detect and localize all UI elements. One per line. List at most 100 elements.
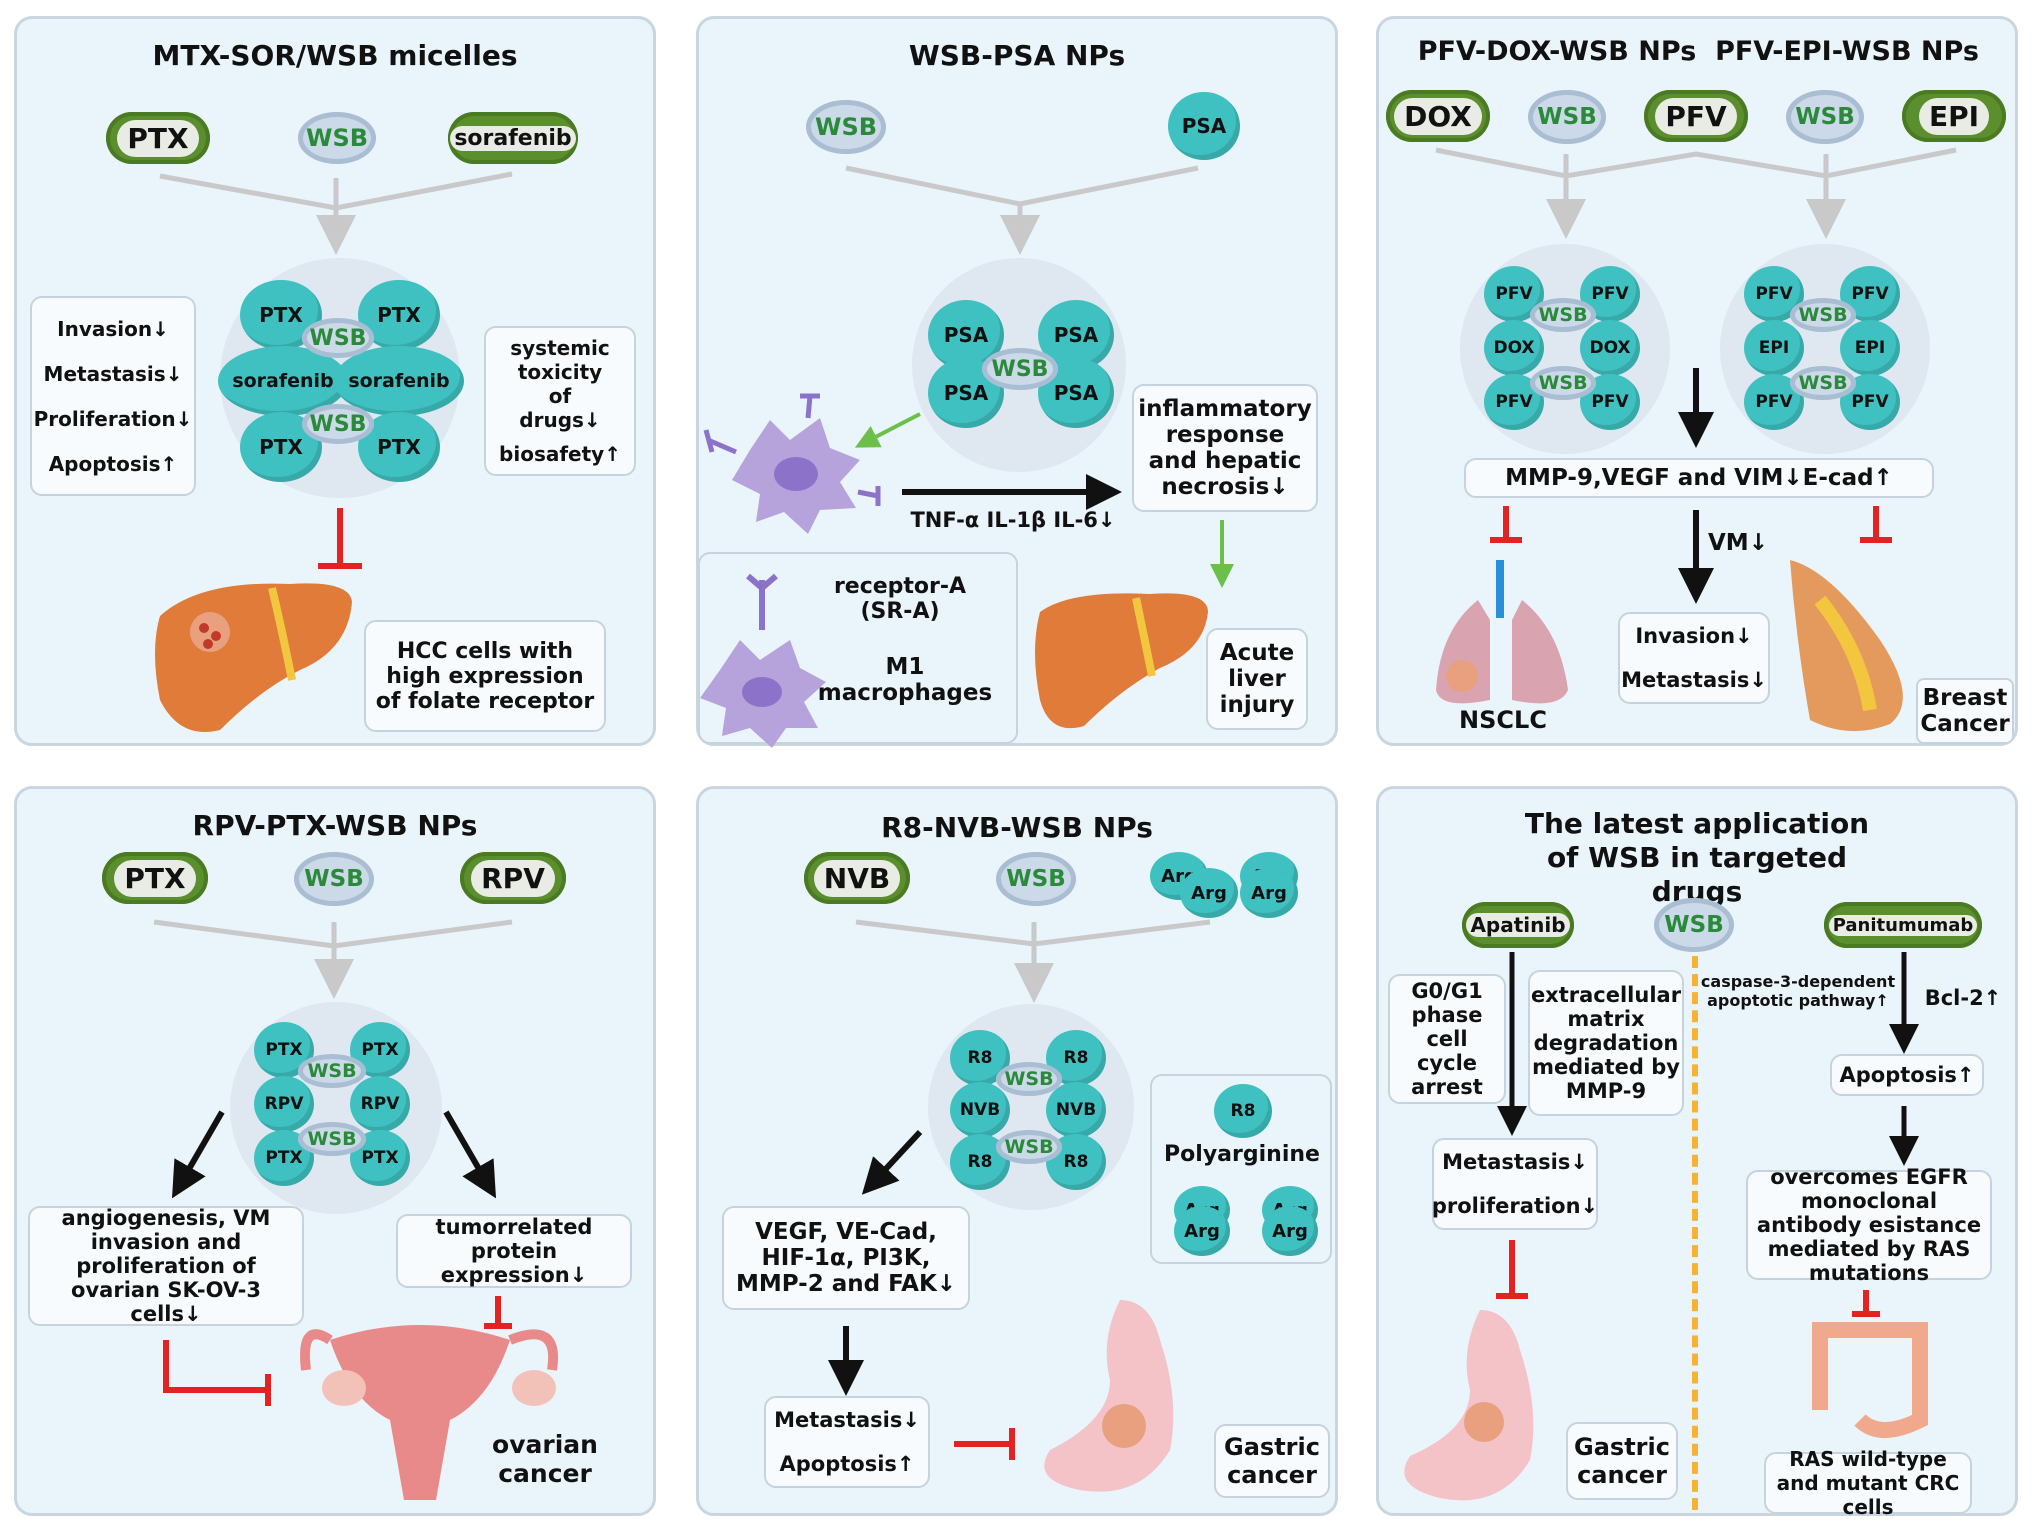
black-arrow xyxy=(443,1110,497,1199)
inhibit-icon xyxy=(1496,1240,1880,1317)
liver-icon xyxy=(155,583,352,732)
ecm-box: extracellular matrix degradation mediate… xyxy=(1528,970,1684,1116)
wsb-particle: WSB xyxy=(806,100,886,154)
liver-icon xyxy=(1035,593,1208,729)
merge-arrows xyxy=(153,919,513,999)
panel-title: R8-NVB-WSB NPs xyxy=(881,811,1153,844)
cell-cycle-box: G0/G1 phase cell cycle arrest xyxy=(1388,974,1506,1104)
green-arrow xyxy=(854,412,921,448)
target-box: HCC cells with high expression of folate… xyxy=(364,620,606,732)
stomach-icon xyxy=(1044,1300,1174,1492)
wsb-core: WSB xyxy=(996,1130,1062,1164)
pfv-pill: PFV xyxy=(1644,90,1748,142)
uterus-icon xyxy=(300,1325,559,1500)
nsclc-label: NSCLC xyxy=(1459,706,1547,734)
panel-title-epi: PFV-EPI-WSB NPs xyxy=(1715,36,1979,67)
divider xyxy=(1692,956,1698,1510)
inhibit-icon xyxy=(318,508,362,569)
cytokines-label: TNF-α IL-1β IL-6↓ xyxy=(910,508,1116,532)
breast-icon xyxy=(1790,560,1903,732)
caspase-label: caspase-3-dependent apoptotic pathway↑ xyxy=(1700,972,1896,1010)
stomach-icon xyxy=(1404,1310,1534,1501)
panel-title: WSB-PSA NPs xyxy=(908,39,1126,72)
biosafety-text: biosafety↑ xyxy=(499,442,621,466)
wsb-core: WSB xyxy=(298,1054,366,1088)
arg-ball: Arg xyxy=(1262,1206,1318,1256)
rpv-ball: RPV xyxy=(350,1076,410,1132)
r8-ball: R8 xyxy=(1214,1084,1272,1138)
dox-ball: DOX xyxy=(1580,320,1640,376)
wsb-core: WSB xyxy=(1790,298,1856,332)
nvb-pill: NVB xyxy=(804,852,910,904)
vm-label: VM↓ xyxy=(1708,530,1768,556)
wsb-particle: WSB xyxy=(1654,898,1734,952)
effect-item: Apoptosis↑ xyxy=(48,451,178,476)
merge-arrows xyxy=(159,171,513,255)
panitumumab-pill: Panitumumab xyxy=(1824,902,1982,948)
nvb-ball: NVB xyxy=(1046,1082,1106,1138)
right-effect-box: tumorrelated protein expression↓ xyxy=(396,1214,632,1288)
inhibit-icon xyxy=(1490,506,1892,543)
bcl2-label: Bcl-2↑ xyxy=(1924,986,2002,1010)
panel-title: MTX-SOR/WSB micelles xyxy=(152,39,518,72)
rpv-pill: RPV xyxy=(460,852,566,904)
effect-item: Proliferation↓ xyxy=(33,406,193,431)
wsb-particle: WSB xyxy=(1528,90,1606,144)
dox-ball: DOX xyxy=(1484,320,1544,376)
macrophage-label: M1 macrophages xyxy=(817,654,993,706)
colon-icon xyxy=(1812,1322,1928,1438)
panel-title: The latest application of WSB in targete… xyxy=(1524,807,1870,908)
apoptosis-box: Apoptosis↑ xyxy=(1830,1054,1984,1096)
target-box: Acute liver injury xyxy=(1206,628,1308,730)
wsb-core: WSB xyxy=(302,404,374,444)
breast-label: Breast Cancer xyxy=(1916,678,2014,744)
arg-ball: Arg xyxy=(1174,1206,1230,1256)
markers-box: VEGF, VE-Cad, HIF-1α, PI3K, MMP-2 and FA… xyxy=(722,1206,970,1310)
wsb-core: WSB xyxy=(1790,366,1856,400)
wsb-particle: WSB xyxy=(294,852,374,906)
nvb-ball: NVB xyxy=(950,1082,1010,1138)
black-arrow xyxy=(861,1129,923,1195)
panel-title: RPV-PTX-WSB NPs xyxy=(192,809,478,842)
merge-arrows xyxy=(855,919,1211,1003)
inflammation-box: inflammatory response and hepatic necros… xyxy=(1132,384,1318,512)
receptor-label: receptor-A (SR-A) xyxy=(833,574,967,624)
effect-item: Metastasis↓ xyxy=(774,1408,920,1432)
effects-box: Metastasis↓ proliferation↓ xyxy=(1432,1138,1598,1230)
sorafenib-ball: sorafenib xyxy=(334,346,464,416)
inhibit-icon xyxy=(163,1296,512,1406)
epi-ball: EPI xyxy=(1840,320,1900,376)
wsb-core: WSB xyxy=(1530,298,1596,332)
merge-arrows xyxy=(1435,147,1957,239)
psa-ball: PSA xyxy=(1168,92,1240,160)
safety-box: systemic toxicity of drugs↓ biosafety↑ xyxy=(484,326,636,476)
left-effect-box: angiogenesis, VM invasion and proliferat… xyxy=(28,1206,304,1326)
ptx-pill: PTX xyxy=(106,112,210,164)
effects-box: Invasion↓ Metastasis↓ Proliferation↓ Apo… xyxy=(30,296,196,496)
target-label: ovarian cancer xyxy=(492,1430,598,1488)
ptx-pill: PTX xyxy=(102,852,208,904)
black-arrow xyxy=(171,1110,225,1199)
epi-ball: EPI xyxy=(1744,320,1804,376)
dox-pill: DOX xyxy=(1386,90,1490,142)
sorafenib-pill: sorafenib xyxy=(448,112,578,164)
wsb-core: WSB xyxy=(298,1122,366,1156)
arg-ball: Arg xyxy=(1180,868,1238,918)
wsb-particle: WSB xyxy=(996,852,1076,906)
macrophage-icon xyxy=(703,393,881,534)
lung-icon xyxy=(1436,560,1568,704)
apatinib-pill: Apatinib xyxy=(1462,902,1574,948)
effect-item: Invasion↓ xyxy=(1635,624,1753,648)
target-box: Gastric cancer xyxy=(1214,1424,1330,1498)
macrophage-legend-icon xyxy=(700,640,826,748)
wsb-core: WSB xyxy=(982,348,1058,390)
effects-box: Metastasis↓ Apoptosis↑ xyxy=(764,1396,930,1488)
wsb-particle: WSB xyxy=(1786,90,1864,144)
crc-box: RAS wild-type and mutant CRC cells xyxy=(1764,1447,1972,1519)
wsb-particle: WSB xyxy=(298,112,376,164)
merge-arrows xyxy=(845,165,1199,255)
effect-item: Metastasis↓ xyxy=(1442,1150,1588,1174)
effect-item: Apoptosis↑ xyxy=(779,1452,915,1476)
epi-pill: EPI xyxy=(1902,90,2006,142)
